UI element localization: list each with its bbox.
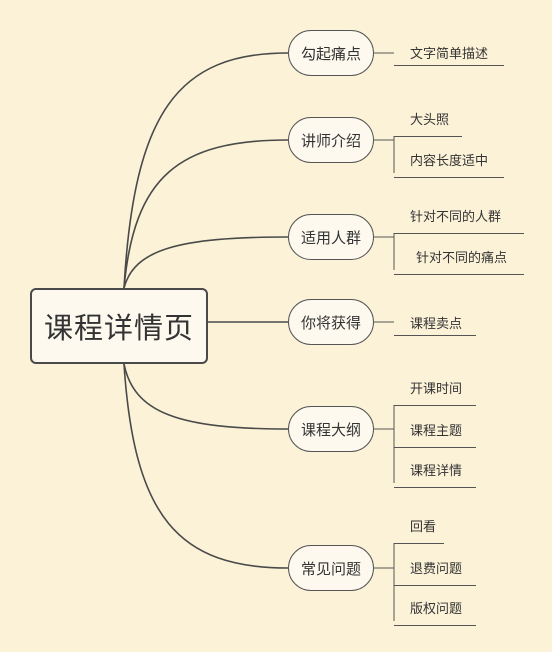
leaf-underline	[394, 274, 524, 275]
branch-connector-3	[123, 236, 289, 289]
branch-node-1[interactable]: 勾起痛点	[288, 30, 374, 76]
leaf-topic-6-1[interactable]: 回看	[410, 520, 437, 535]
root-topic-node[interactable]: 课程详情页	[30, 288, 208, 364]
branch-connector-1	[123, 52, 289, 289]
branch-node-3[interactable]: 适用人群	[288, 214, 374, 260]
leaf-underline	[394, 335, 476, 336]
branch-connector-5	[123, 363, 289, 430]
leaf-topic-5-2[interactable]: 课程主题	[410, 424, 463, 439]
leaf-topic-3-2[interactable]: 针对不同的痛点	[416, 251, 508, 266]
branch-node-6[interactable]: 常见问题	[288, 545, 374, 591]
leaf-topic-2-2[interactable]: 内容长度适中	[410, 154, 489, 169]
leaf-underline	[394, 487, 476, 488]
leaf-underline	[394, 543, 444, 544]
leaf-underline	[394, 233, 524, 234]
branch-label: 讲师介绍	[300, 131, 361, 150]
branch-label: 课程大纲	[300, 420, 361, 439]
leaf-topic-4-1[interactable]: 课程卖点	[410, 317, 463, 332]
root-topic-label: 课程详情页	[43, 311, 194, 345]
leaf-underline	[394, 177, 504, 178]
leaf-underline	[394, 625, 476, 626]
branch-node-5[interactable]: 课程大纲	[288, 406, 374, 452]
branch-node-2[interactable]: 讲师介绍	[288, 117, 374, 163]
branch-connector-2	[123, 139, 289, 289]
leaf-topic-1-1[interactable]: 文字简单描述	[410, 47, 489, 62]
branch-label: 你将获得	[300, 313, 361, 332]
leaf-underline	[394, 447, 476, 448]
branch-label: 勾起痛点	[300, 44, 361, 63]
leaf-topic-6-3[interactable]: 版权问题	[410, 602, 463, 617]
branch-connector-6	[123, 363, 289, 569]
leaf-topic-5-3[interactable]: 课程详情	[410, 464, 463, 479]
leaf-topic-6-2[interactable]: 退费问题	[410, 562, 463, 577]
leaf-underline	[394, 65, 504, 66]
branch-label: 常见问题	[300, 559, 361, 578]
leaf-topic-3-1[interactable]: 针对不同的人群	[410, 210, 502, 225]
leaf-topic-5-1[interactable]: 开课时间	[410, 382, 463, 397]
branch-node-4[interactable]: 你将获得	[288, 299, 374, 345]
leaf-underline	[394, 136, 462, 137]
leaf-underline	[394, 405, 476, 406]
leaf-topic-2-1[interactable]: 大头照	[410, 113, 450, 128]
leaf-underline	[394, 585, 476, 586]
branch-label: 适用人群	[300, 228, 361, 247]
